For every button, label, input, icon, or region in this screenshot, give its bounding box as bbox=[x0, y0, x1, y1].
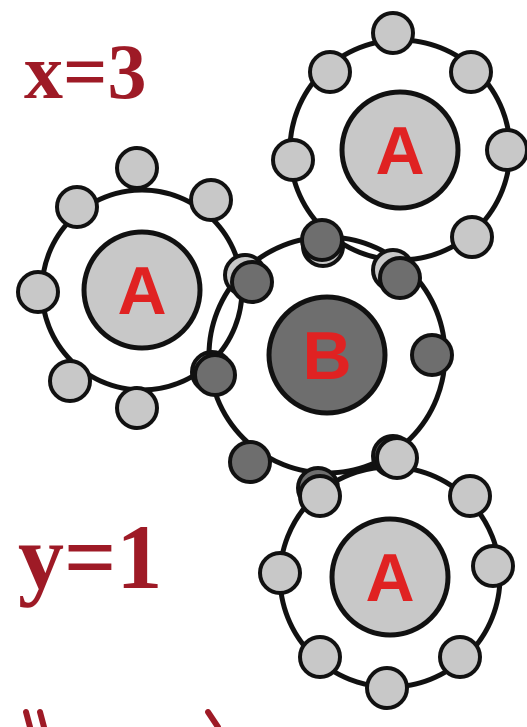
electron bbox=[302, 220, 342, 260]
partial-handwriting-mark bbox=[26, 712, 218, 727]
electron bbox=[367, 668, 407, 708]
electron bbox=[380, 258, 420, 298]
electron bbox=[412, 335, 452, 375]
electron bbox=[440, 637, 480, 677]
electron bbox=[18, 272, 58, 312]
x-equation-label: x=3 bbox=[24, 28, 146, 115]
electron bbox=[377, 438, 417, 478]
electron bbox=[473, 546, 513, 586]
nucleus-letter: A bbox=[365, 540, 414, 616]
electron bbox=[487, 130, 527, 170]
nucleus-letter: B bbox=[302, 318, 351, 394]
electron bbox=[117, 148, 157, 188]
electron bbox=[57, 187, 97, 227]
electron bbox=[230, 442, 270, 482]
nucleus-letter: A bbox=[375, 113, 424, 189]
electron bbox=[450, 476, 490, 516]
electron bbox=[191, 180, 231, 220]
electron bbox=[451, 52, 491, 92]
electron bbox=[373, 13, 413, 53]
electron bbox=[232, 262, 272, 302]
electron bbox=[310, 52, 350, 92]
electron bbox=[195, 355, 235, 395]
y-equation-label: y=1 bbox=[18, 506, 162, 608]
electron bbox=[273, 140, 313, 180]
electron bbox=[50, 361, 90, 401]
electron bbox=[117, 388, 157, 428]
electron bbox=[452, 217, 492, 257]
electron bbox=[300, 637, 340, 677]
electron bbox=[260, 553, 300, 593]
nucleus-letter: A bbox=[117, 253, 166, 329]
electron bbox=[300, 476, 340, 516]
